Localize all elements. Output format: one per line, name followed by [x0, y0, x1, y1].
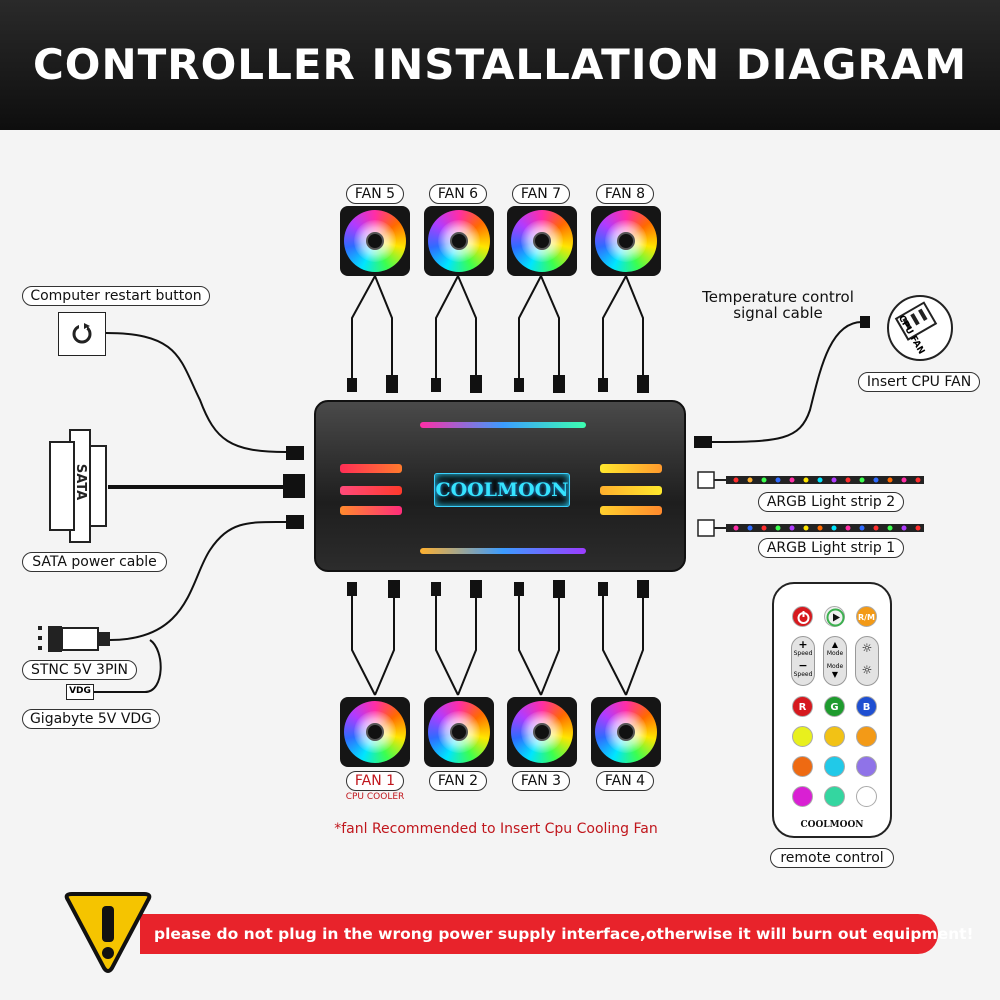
stnc-label: STNC 5V 3PIN [22, 660, 137, 680]
speed-key[interactable]: + Speed − Speed [791, 636, 815, 686]
remote-control: R/M + Speed − Speed ▲ Mode Mode ▼ ☼ ☼ R … [772, 582, 892, 838]
insert-cpu-fan-label: Insert CPU FAN [858, 372, 980, 392]
fan-7-label: FAN 7 [512, 184, 570, 204]
color-button[interactable] [792, 786, 813, 807]
fan-1-sublabel: CPU COOLER [336, 792, 414, 802]
rm-button-label: R/M [857, 607, 876, 628]
fan-2 [424, 697, 494, 767]
vdg-chip-text: VDG [69, 686, 91, 696]
brightness-key[interactable]: ☼ ☼ [855, 636, 879, 686]
controller-hub: COOLMOON [314, 400, 686, 572]
argb-strip-1 [696, 518, 926, 538]
fan-3 [507, 697, 577, 767]
vdg-connector-icon: VDG [66, 684, 94, 700]
play-button[interactable] [824, 606, 845, 627]
stnc-connector-icon [36, 624, 112, 654]
mode-key[interactable]: ▲ Mode Mode ▼ [823, 636, 847, 686]
remote-brand: COOLMOON [774, 820, 890, 830]
color-button[interactable] [792, 756, 813, 777]
argb-strip-1-label: ARGB Light strip 1 [758, 538, 904, 558]
rm-button[interactable]: R/M [856, 606, 877, 627]
warning-text: please do not plug in the wrong power su… [140, 914, 938, 954]
fan-7 [507, 206, 577, 276]
light-bar [600, 464, 662, 473]
fan-5 [340, 206, 410, 276]
color-button[interactable] [824, 786, 845, 807]
argb-strip-2-label: ARGB Light strip 2 [758, 492, 904, 512]
color-button[interactable] [824, 726, 845, 747]
mode-up-label: Mode [824, 650, 846, 657]
color-button-r[interactable]: R [792, 696, 813, 717]
light-bar [340, 486, 402, 495]
sata-connector-icon: SATA [44, 428, 110, 544]
color-button-g[interactable]: G [824, 696, 845, 717]
mode-down-label: Mode [824, 663, 846, 670]
cpu-fan-note: *fanl Recommended to Insert Cpu Cooling … [310, 821, 682, 837]
color-button[interactable] [856, 786, 877, 807]
argb-strip-2 [696, 470, 926, 490]
restart-button-label: Computer restart button [22, 286, 210, 306]
color-button-b[interactable]: B [856, 696, 877, 717]
fan-8 [591, 206, 661, 276]
fan-5-label: FAN 5 [346, 184, 404, 204]
light-bar [420, 422, 586, 428]
fan-8-label: FAN 8 [596, 184, 654, 204]
restart-button-icon [58, 312, 106, 356]
color-button[interactable] [856, 726, 877, 747]
sata-chip-text: SATA [68, 462, 88, 502]
temp-cable-line2: signal cable [688, 304, 868, 322]
fan-4 [591, 697, 661, 767]
controller-display: COOLMOON [434, 473, 570, 507]
fan-1 [340, 697, 410, 767]
warning-banner: please do not plug in the wrong power su… [140, 914, 938, 954]
controller-brand: COOLMOON [435, 474, 569, 506]
fan-1-label: FAN 1 [346, 771, 404, 791]
gigabyte-label: Gigabyte 5V VDG [22, 709, 160, 729]
light-bar [420, 548, 586, 554]
light-bar [600, 506, 662, 515]
fan-6-label: FAN 6 [429, 184, 487, 204]
speed-down-label: Speed [792, 671, 814, 678]
sata-power-label: SATA power cable [22, 552, 167, 572]
light-bar [600, 486, 662, 495]
color-button[interactable] [792, 726, 813, 747]
color-button[interactable] [824, 756, 845, 777]
fan-4-label: FAN 4 [596, 771, 654, 791]
remote-control-label: remote control [770, 848, 894, 868]
light-bar [340, 464, 402, 473]
power-button[interactable] [792, 606, 813, 627]
color-button[interactable] [856, 756, 877, 777]
fan-3-label: FAN 3 [512, 771, 570, 791]
warning-icon [60, 890, 156, 976]
speed-up-label: Speed [792, 650, 814, 657]
light-bar [340, 506, 402, 515]
cpu-fan-header-icon: CPU FAN [884, 294, 956, 362]
fan-2-label: FAN 2 [429, 771, 487, 791]
fan-6 [424, 206, 494, 276]
